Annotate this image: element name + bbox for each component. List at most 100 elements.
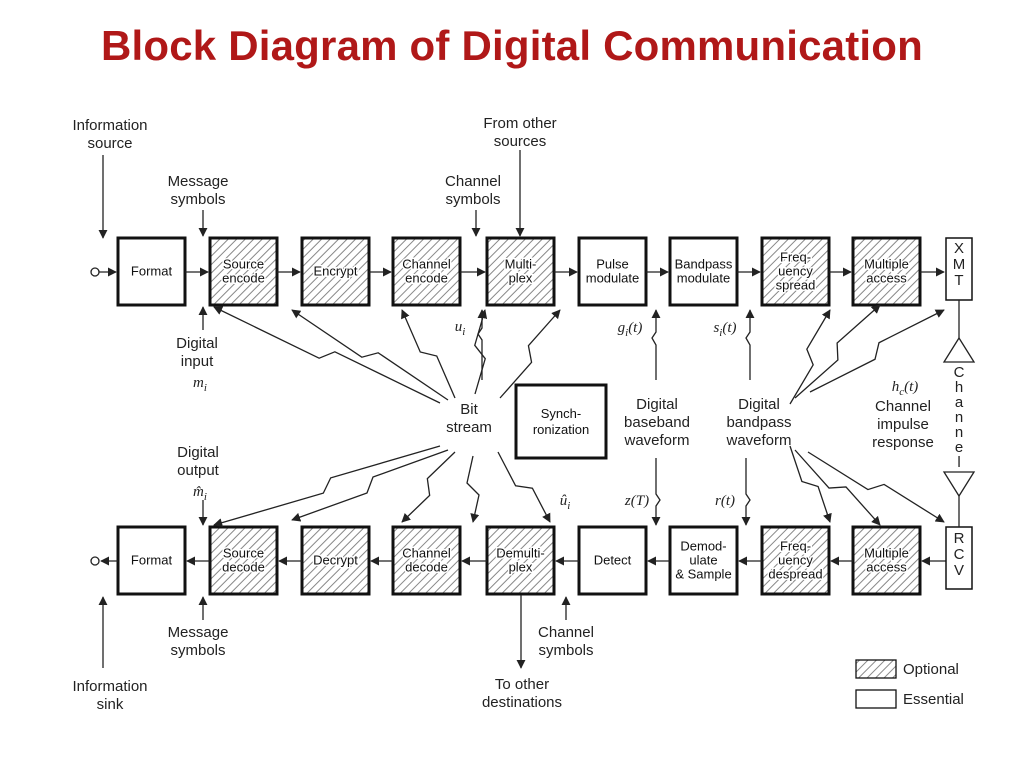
rx-block-label: Decrypt [313, 553, 358, 568]
tx-block-encrypt [300, 236, 371, 307]
legend-optional-swatch [855, 659, 897, 679]
rx-block-label: uency [778, 553, 813, 568]
bit-stream-to-decrypt [291, 449, 449, 522]
channel-impulse-symbol: hc(t) [892, 379, 919, 398]
xmt-box [945, 237, 973, 301]
digital-output-symbol: m̂i [193, 484, 207, 503]
rx-block-label: Detect [594, 553, 632, 568]
bit-stream-to-channel-encode [401, 309, 456, 399]
channel-letter: e [955, 439, 963, 456]
channel-impulse-response-label: impulse [877, 416, 929, 433]
synchronization-label: ronization [533, 422, 589, 437]
bandpass-to-multiple-access-rx [794, 449, 881, 526]
rx-block-label: Demod- [680, 539, 726, 554]
channel-symbols-label: Channel [445, 173, 501, 190]
tx-block-label: spread [776, 278, 816, 293]
xmt-antenna-icon [942, 336, 976, 363]
bit-stream-label: Bit [460, 401, 478, 418]
xmt-letter: M [953, 256, 966, 273]
rx-block-label: Format [131, 553, 173, 568]
message-symbols-bottom-label: Message [168, 624, 229, 641]
tx-input-terminal [90, 267, 100, 277]
to-other-destinations-label: To other [495, 676, 549, 693]
g-i-symbol: gi(t) [618, 320, 643, 339]
channel-letter: h [955, 379, 963, 396]
digital-bandpass-waveform-label: Digital [738, 396, 780, 413]
tx-block-channelencode [391, 236, 462, 307]
digital-bandpass-waveform-label: bandpass [726, 414, 791, 431]
digital-input-symbol: mi [193, 375, 207, 394]
rx-block-label: Multiple [864, 546, 909, 561]
tx-block-label: plex [509, 271, 533, 286]
tx-block-label: encode [405, 271, 448, 286]
channel-symbols-label: symbols [445, 191, 500, 208]
channel-impulse-response-label: Channel [875, 398, 931, 415]
rx-block-detect [577, 525, 648, 596]
rx-block-demultiplex [485, 525, 556, 596]
u-hat-symbol: ûi [560, 493, 571, 512]
synchronization-label: Synch- [541, 406, 581, 421]
u-i-symbol: ui [455, 319, 466, 338]
information-source-label: source [87, 135, 132, 152]
information-sink-label: Information [72, 678, 147, 695]
digital-baseband-waveform-label: Digital [636, 396, 678, 413]
legend-essential-swatch [855, 689, 897, 709]
rcv-letter: R [954, 530, 965, 547]
tx-block-label: encode [222, 271, 265, 286]
digital-bandpass-waveform-label: waveform [725, 432, 791, 449]
rx-block-label: Demulti- [496, 546, 544, 561]
bandpass-to-xmt [809, 309, 945, 393]
g-i-arrow [651, 309, 661, 380]
channel-letter: n [955, 424, 963, 441]
slide-title: Block Diagram of Digital Communication [100, 22, 924, 69]
rx-block-label: & Sample [675, 567, 731, 582]
tx-block-label: Multiple [864, 257, 909, 272]
s-i-symbol: si(t) [713, 320, 736, 339]
message-symbols-bottom-label: symbols [170, 642, 225, 659]
channel-letter: n [955, 409, 963, 426]
rcv-letter: V [954, 562, 964, 579]
from-other-sources-label: sources [494, 133, 547, 150]
legend-essential-label: Essential [903, 691, 964, 708]
channel-letter: a [955, 394, 964, 411]
bit-stream-to-demultiplex [466, 455, 480, 523]
xmt-letter: X [954, 240, 964, 257]
bit-stream-to-source-encode [213, 306, 441, 404]
xmt-letter: T [954, 272, 963, 289]
digital-output-label: Digital [177, 444, 219, 461]
tx-block-label: Encrypt [313, 264, 357, 279]
tx-block-label: modulate [677, 271, 730, 286]
tx-block-label: uency [778, 264, 813, 279]
to-other-destinations-label: destinations [482, 694, 562, 711]
channel-letter: l [957, 454, 960, 471]
tx-block-pulsemodulate [577, 236, 648, 307]
rx-block-label: decode [405, 560, 448, 575]
rx-block-label: Source [223, 546, 264, 561]
channel-symbols-bottom-label: symbols [538, 642, 593, 659]
rcv-letter: C [954, 546, 965, 563]
tx-block-label: Source [223, 257, 264, 272]
tx-block-label: Format [131, 264, 173, 279]
bandpass-to-freq-spread [789, 309, 831, 405]
u-i-arrow [477, 309, 487, 380]
r-t-symbol: r(t) [715, 493, 735, 509]
bit-stream-to-channel-decode [401, 451, 456, 523]
bit-stream-to-pulse-modulate [499, 309, 561, 399]
r-t-arrow [741, 458, 751, 526]
information-source-label: Information [72, 117, 147, 134]
z-T-arrow [651, 458, 661, 526]
tx-block-label: Channel [402, 257, 451, 272]
tx-block-label: Multi- [505, 257, 537, 272]
rx-block-label: ulate [689, 553, 717, 568]
message-symbols-label: symbols [170, 191, 225, 208]
tx-block-sourceencode [208, 236, 279, 307]
rx-block-label: decode [222, 560, 265, 575]
rx-block-label: Channel [402, 546, 451, 561]
rx-block-label: Freq- [780, 539, 811, 554]
bit-stream-to-multiplex [474, 309, 488, 395]
channel-impulse-response-label: response [872, 434, 934, 451]
s-i-arrow [745, 309, 755, 380]
rx-block-label: despread [768, 567, 822, 582]
tx-block-label: Bandpass [675, 257, 733, 272]
